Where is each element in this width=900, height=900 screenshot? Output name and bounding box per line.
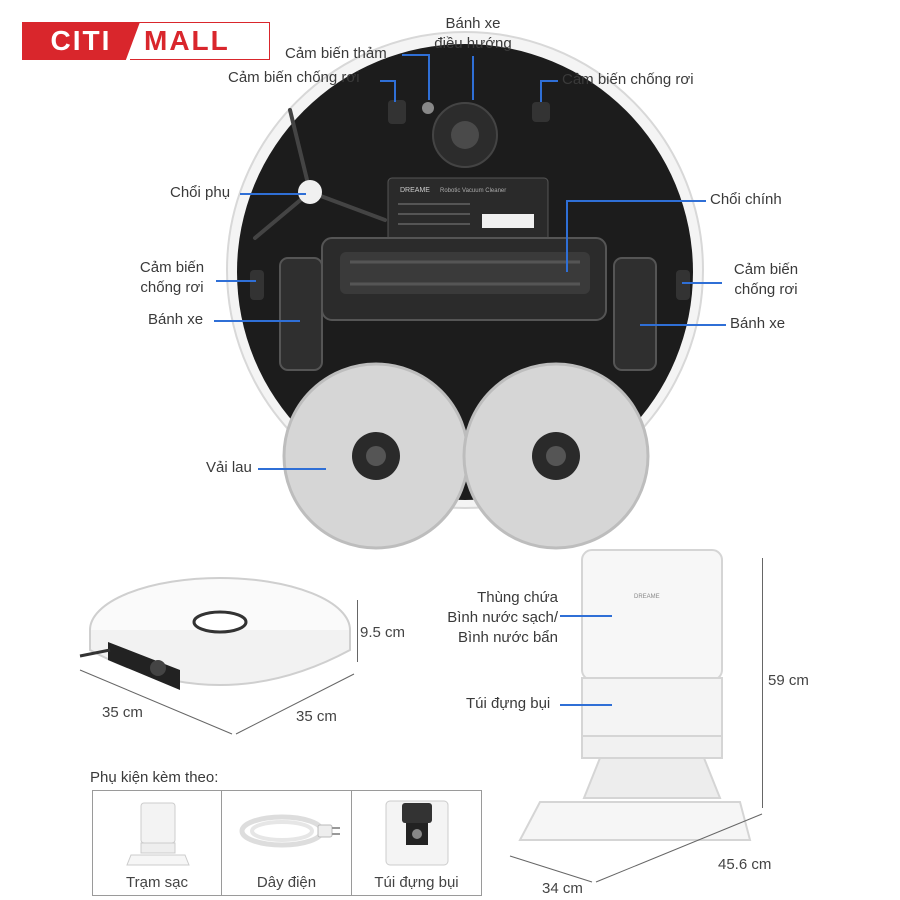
accessory-power-cord: Dây điện (222, 790, 352, 896)
leader-station-tank (560, 615, 612, 617)
leader-cliff-right (682, 282, 722, 284)
label-carpet-sensor: Cảm biến thảm (285, 45, 387, 62)
accessory-label-charging-station: Trạm sạc (126, 874, 188, 891)
accessory-label-dust-bag: Túi đựng bụi (374, 874, 459, 891)
label-wheel-left: Bánh xe (148, 311, 204, 328)
station-height-dim: 59 cm (768, 672, 809, 689)
leader-cliff-top-right-h (540, 80, 558, 82)
label-station-tank-line1: Thùng chứa (477, 589, 558, 606)
station-brand: DREAME (634, 594, 660, 600)
label-nav-wheel-line1: Bánh xe (445, 15, 501, 32)
robot-width-dim: 35 cm (296, 708, 337, 725)
leader-mop (258, 468, 326, 470)
leader-cliff-left (216, 280, 256, 282)
label-cliff-sensor-top-left: Cảm biến chống rơi (228, 69, 360, 86)
charging-station-icon (126, 802, 190, 866)
robot-label-brand: DREAME (400, 187, 430, 194)
label-cliff-left-line2: chống rơi (140, 279, 204, 296)
robot-height-line (357, 600, 358, 662)
accessories-title: Phụ kiện kèm theo: (90, 769, 219, 786)
label-cliff-sensor-top-right: Cảm biến chống rơi (562, 71, 694, 88)
label-main-brush: Chổi chính (710, 191, 782, 208)
label-cliff-left: Cảm biến chống rơi (130, 258, 214, 298)
label-station-tank: Thùng chứa Bình nước sạch/ Bình nước bẩn (432, 588, 558, 648)
accessory-charging-station: Trạm sạc (92, 790, 222, 896)
power-cord-icon (239, 814, 340, 848)
leader-nav-wheel (472, 56, 474, 100)
robot-depth-dim: 35 cm (102, 704, 143, 721)
station-height-line (762, 558, 763, 808)
robot-top-image (79, 577, 351, 690)
dust-bag-icon (385, 800, 449, 866)
station-image: DREAME (518, 549, 752, 841)
leader-carpet-sensor-h (402, 54, 428, 56)
label-cliff-right-line2: chống rơi (734, 281, 798, 298)
leader-carpet-sensor-v (428, 54, 430, 100)
robot-label-model: Robotic Vacuum Cleaner (440, 188, 506, 194)
label-nav-wheel-line2: điều hướng (434, 35, 512, 52)
accessory-dust-bag: Túi đựng bụi (352, 790, 482, 896)
robot-dimension-lines (79, 669, 355, 735)
logo-mall: MALL (130, 22, 270, 60)
leader-main-brush-h (566, 200, 706, 202)
label-cliff-right: Cảm biến chống rơi (724, 260, 808, 300)
label-side-brush: Chổi phụ (170, 184, 231, 201)
leader-cliff-top-right-v (540, 80, 542, 102)
label-station-tank-line2: Bình nước sạch/ (447, 609, 558, 626)
station-depth-dim: 45.6 cm (718, 856, 772, 873)
label-station-tank-line3: Bình nước bẩn (458, 629, 558, 646)
leader-wheel-right (640, 324, 726, 326)
leader-cliff-top-left-h (380, 80, 394, 82)
logo-citi: CITI (22, 22, 140, 60)
label-nav-wheel: Bánh xe điều hướng (418, 14, 528, 54)
citimall-logo: CITI MALL (22, 22, 270, 60)
leader-cliff-top-left-v (394, 80, 396, 102)
station-width-dim: 34 cm (542, 880, 583, 897)
leader-wheel-left (214, 320, 300, 322)
label-station-dust-bag: Túi đựng bụi (466, 695, 551, 712)
label-cliff-right-line1: Cảm biến (733, 261, 799, 278)
station-dimension-lines (509, 813, 763, 883)
leader-main-brush-v (566, 200, 568, 272)
accessory-label-power-cord: Dây điện (256, 874, 317, 891)
leader-station-dust-bag (560, 704, 612, 706)
label-mop: Vải lau (206, 459, 252, 476)
leader-side-brush (240, 193, 306, 195)
label-wheel-right: Bánh xe (730, 315, 786, 332)
robot-height-dim: 9.5 cm (360, 624, 406, 641)
label-cliff-left-line1: Cảm biến (139, 259, 205, 276)
robot-underside-image: DREAME Robotic Vacuum Cleaner (226, 31, 704, 550)
